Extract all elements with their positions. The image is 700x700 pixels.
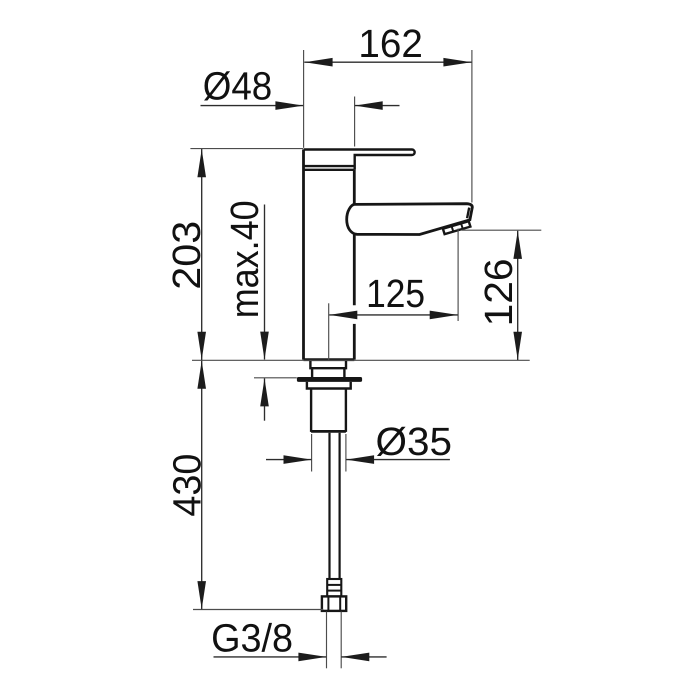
spout-mouth-inner-edge bbox=[465, 207, 471, 219]
arrow-203-bottom bbox=[197, 331, 206, 360]
arrow-203-top bbox=[197, 149, 206, 178]
arrow-35-right bbox=[346, 455, 375, 464]
label-max-deck-thickness: max.40 bbox=[223, 200, 267, 318]
label-overall-width: 162 bbox=[358, 22, 423, 66]
extension-lines bbox=[190, 50, 542, 669]
arrow-48-right bbox=[354, 101, 383, 110]
label-connection-thread: G3/8 bbox=[211, 617, 293, 661]
arrow-g38-left bbox=[298, 652, 327, 662]
end-nut bbox=[320, 595, 348, 613]
aerator-rib-left bbox=[450, 225, 455, 232]
arrow-48-left bbox=[275, 101, 304, 110]
arrow-126-top bbox=[513, 230, 522, 259]
washer bbox=[296, 377, 363, 382]
dimension-labels: 162 Ø48 203 max.40 125 126 430 Ø35 G3/8 bbox=[165, 22, 521, 660]
arrow-126-bottom bbox=[513, 331, 522, 360]
arrow-g38-right bbox=[341, 652, 370, 662]
ferrule bbox=[326, 577, 343, 598]
label-tap-hole-diameter: Ø35 bbox=[376, 420, 453, 464]
aerator-rib-right bbox=[460, 223, 464, 230]
dimension-lines bbox=[200, 61, 519, 658]
lock-nut bbox=[305, 381, 352, 390]
spout bbox=[345, 202, 474, 236]
neck-upper bbox=[309, 360, 348, 370]
lever-handle bbox=[303, 148, 416, 170]
arrow-125-left bbox=[329, 310, 358, 320]
label-hose-length: 430 bbox=[165, 454, 209, 517]
label-spout-outlet-height: 126 bbox=[477, 258, 521, 326]
arrow-430-bottom bbox=[197, 581, 206, 610]
arrow-max40-down bbox=[260, 331, 269, 360]
label-body-diameter: Ø48 bbox=[203, 65, 273, 109]
arrow-max40-up bbox=[260, 378, 269, 407]
arrow-430-top bbox=[197, 360, 206, 389]
arrow-35-left bbox=[283, 455, 312, 464]
arrow-125-right bbox=[429, 310, 458, 320]
faucet-outline bbox=[296, 148, 474, 613]
label-spout-projection: 125 bbox=[366, 272, 425, 316]
dimension-arrows bbox=[197, 57, 522, 662]
label-height-above-deck: 203 bbox=[165, 221, 209, 290]
arrow-162-right bbox=[443, 57, 472, 67]
arrow-162-left bbox=[304, 57, 333, 67]
aerator bbox=[441, 219, 472, 236]
